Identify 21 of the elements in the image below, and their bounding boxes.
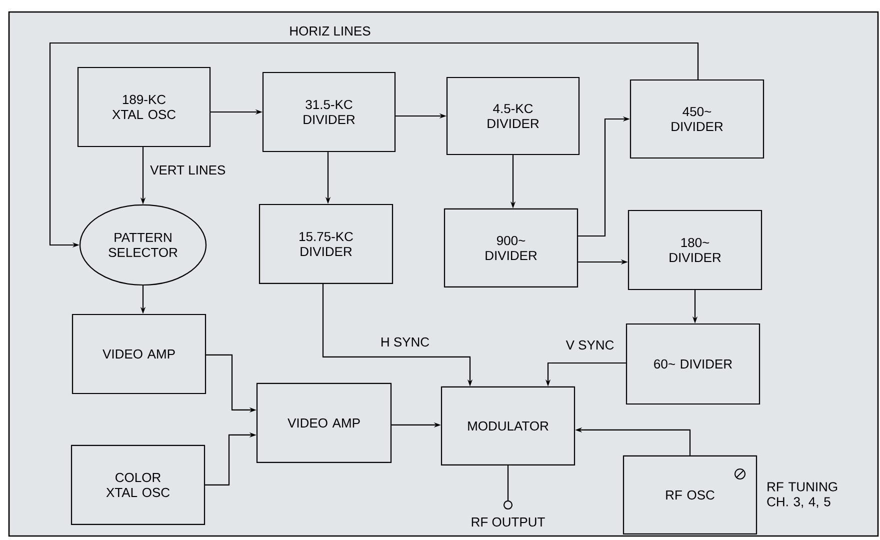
block-box: VIDEO AMP [256,382,392,464]
edge-label: VERT LINES [148,164,228,176]
block-box: 180~ DIVIDER [628,210,762,290]
edge-label: HORIZ LINES [288,24,372,38]
block-box: RF OSC [622,455,758,535]
block-box: 900~ DIVIDER [444,208,578,288]
edge-label: H SYNC [378,336,432,348]
block-box: 450~ DIVIDER [630,79,764,159]
connector-line [507,466,509,500]
block-box: 4.5-KC DIVIDER [446,76,580,156]
block-box: VIDEO AMP [72,314,206,394]
terminal-label: RF OUTPUT [472,517,545,527]
block-box: 15.75-KC DIVIDER [258,204,394,284]
edge-label: V SYNC [564,338,616,352]
block-box: 60~ DIVIDER [626,323,760,405]
block-box: MODULATOR [440,386,576,466]
block-box: 189-KC XTAL OSC [77,66,211,148]
terminal-circle [503,500,513,510]
tuning-label: RF TUNING CH. 3, 4, 5 [767,482,838,508]
block-box: COLOR XTAL OSC [70,444,206,526]
block-box: 31.5-KC DIVIDER [262,72,396,152]
